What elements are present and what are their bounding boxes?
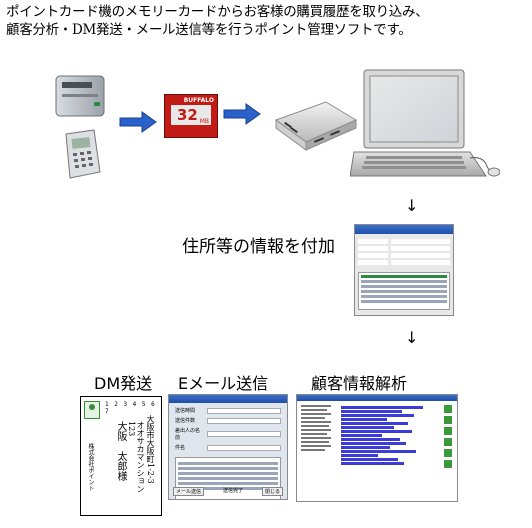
memory-card-unit: MB bbox=[199, 118, 209, 125]
memory-card-capacity: 32 bbox=[177, 106, 198, 124]
analysis-label: 顧客情報解析 bbox=[311, 374, 408, 393]
point-card-printer bbox=[52, 70, 110, 120]
dm-sender: 株式会社ポイント bbox=[87, 443, 94, 491]
email-field-label: 差出人の名前 bbox=[175, 428, 201, 441]
arrow-right-icon bbox=[118, 111, 158, 133]
dm-recipient-name: 大阪 太郎様 bbox=[115, 421, 126, 481]
email-field-label: 送信件数 bbox=[175, 418, 196, 424]
card-reader bbox=[270, 98, 360, 152]
memory-card: BUFFALO 32 MB bbox=[164, 94, 218, 138]
intro-line-2: 顧客分析・DM発送・メール送信等を行うポイント管理ソフトです。 bbox=[6, 22, 412, 38]
close-button[interactable]: 閉じる bbox=[261, 487, 283, 496]
email-field-label: 送信時間 bbox=[175, 408, 196, 414]
laptop-computer bbox=[349, 68, 501, 190]
send-button[interactable]: メール送信 bbox=[173, 487, 205, 496]
memory-card-brand: BUFFALO bbox=[183, 97, 214, 104]
email-window-titlebar bbox=[169, 395, 287, 403]
card-terminal bbox=[60, 126, 104, 182]
stamp-icon bbox=[84, 401, 100, 419]
dm-address: 大阪市大阪町1-2-3 bbox=[146, 415, 155, 484]
analysis-screenshot[interactable] bbox=[296, 394, 458, 502]
email-screenshot[interactable]: 送信時間 送信件数 差出人の名前 件名 メール送 bbox=[168, 394, 288, 500]
customer-info-screenshot[interactable] bbox=[354, 224, 454, 316]
down-arrow-icon: ↓ bbox=[405, 328, 419, 347]
email-field-label: 件名 bbox=[175, 445, 186, 451]
down-arrow-icon: ↓ bbox=[405, 196, 419, 215]
dm-label: DM発送 bbox=[94, 374, 153, 393]
postal-code: 1 2 3 4 5 6 7 bbox=[105, 401, 156, 415]
email-label: Eメール送信 bbox=[178, 374, 269, 393]
dm-building: オオサカマンション123 bbox=[127, 421, 145, 493]
arrow-right-icon bbox=[222, 103, 262, 125]
send-status: 送信完了 bbox=[222, 488, 243, 494]
dm-postcard: 1 2 3 4 5 6 7 大阪市大阪町1-2-3 オオサカマンション123 大… bbox=[80, 396, 162, 516]
intro-line-1: ポイントカード機のメモリーカードからお客様の購買履歴を取り込み、 bbox=[6, 4, 429, 20]
window-titlebar bbox=[355, 225, 453, 234]
intro-text: ポイントカード機のメモリーカードからお客様の購買履歴を取り込み、 顧客分析・DM… bbox=[6, 3, 530, 39]
step-caption: 住所等の情報を付加 bbox=[182, 237, 335, 257]
analysis-window-titlebar bbox=[297, 395, 457, 401]
